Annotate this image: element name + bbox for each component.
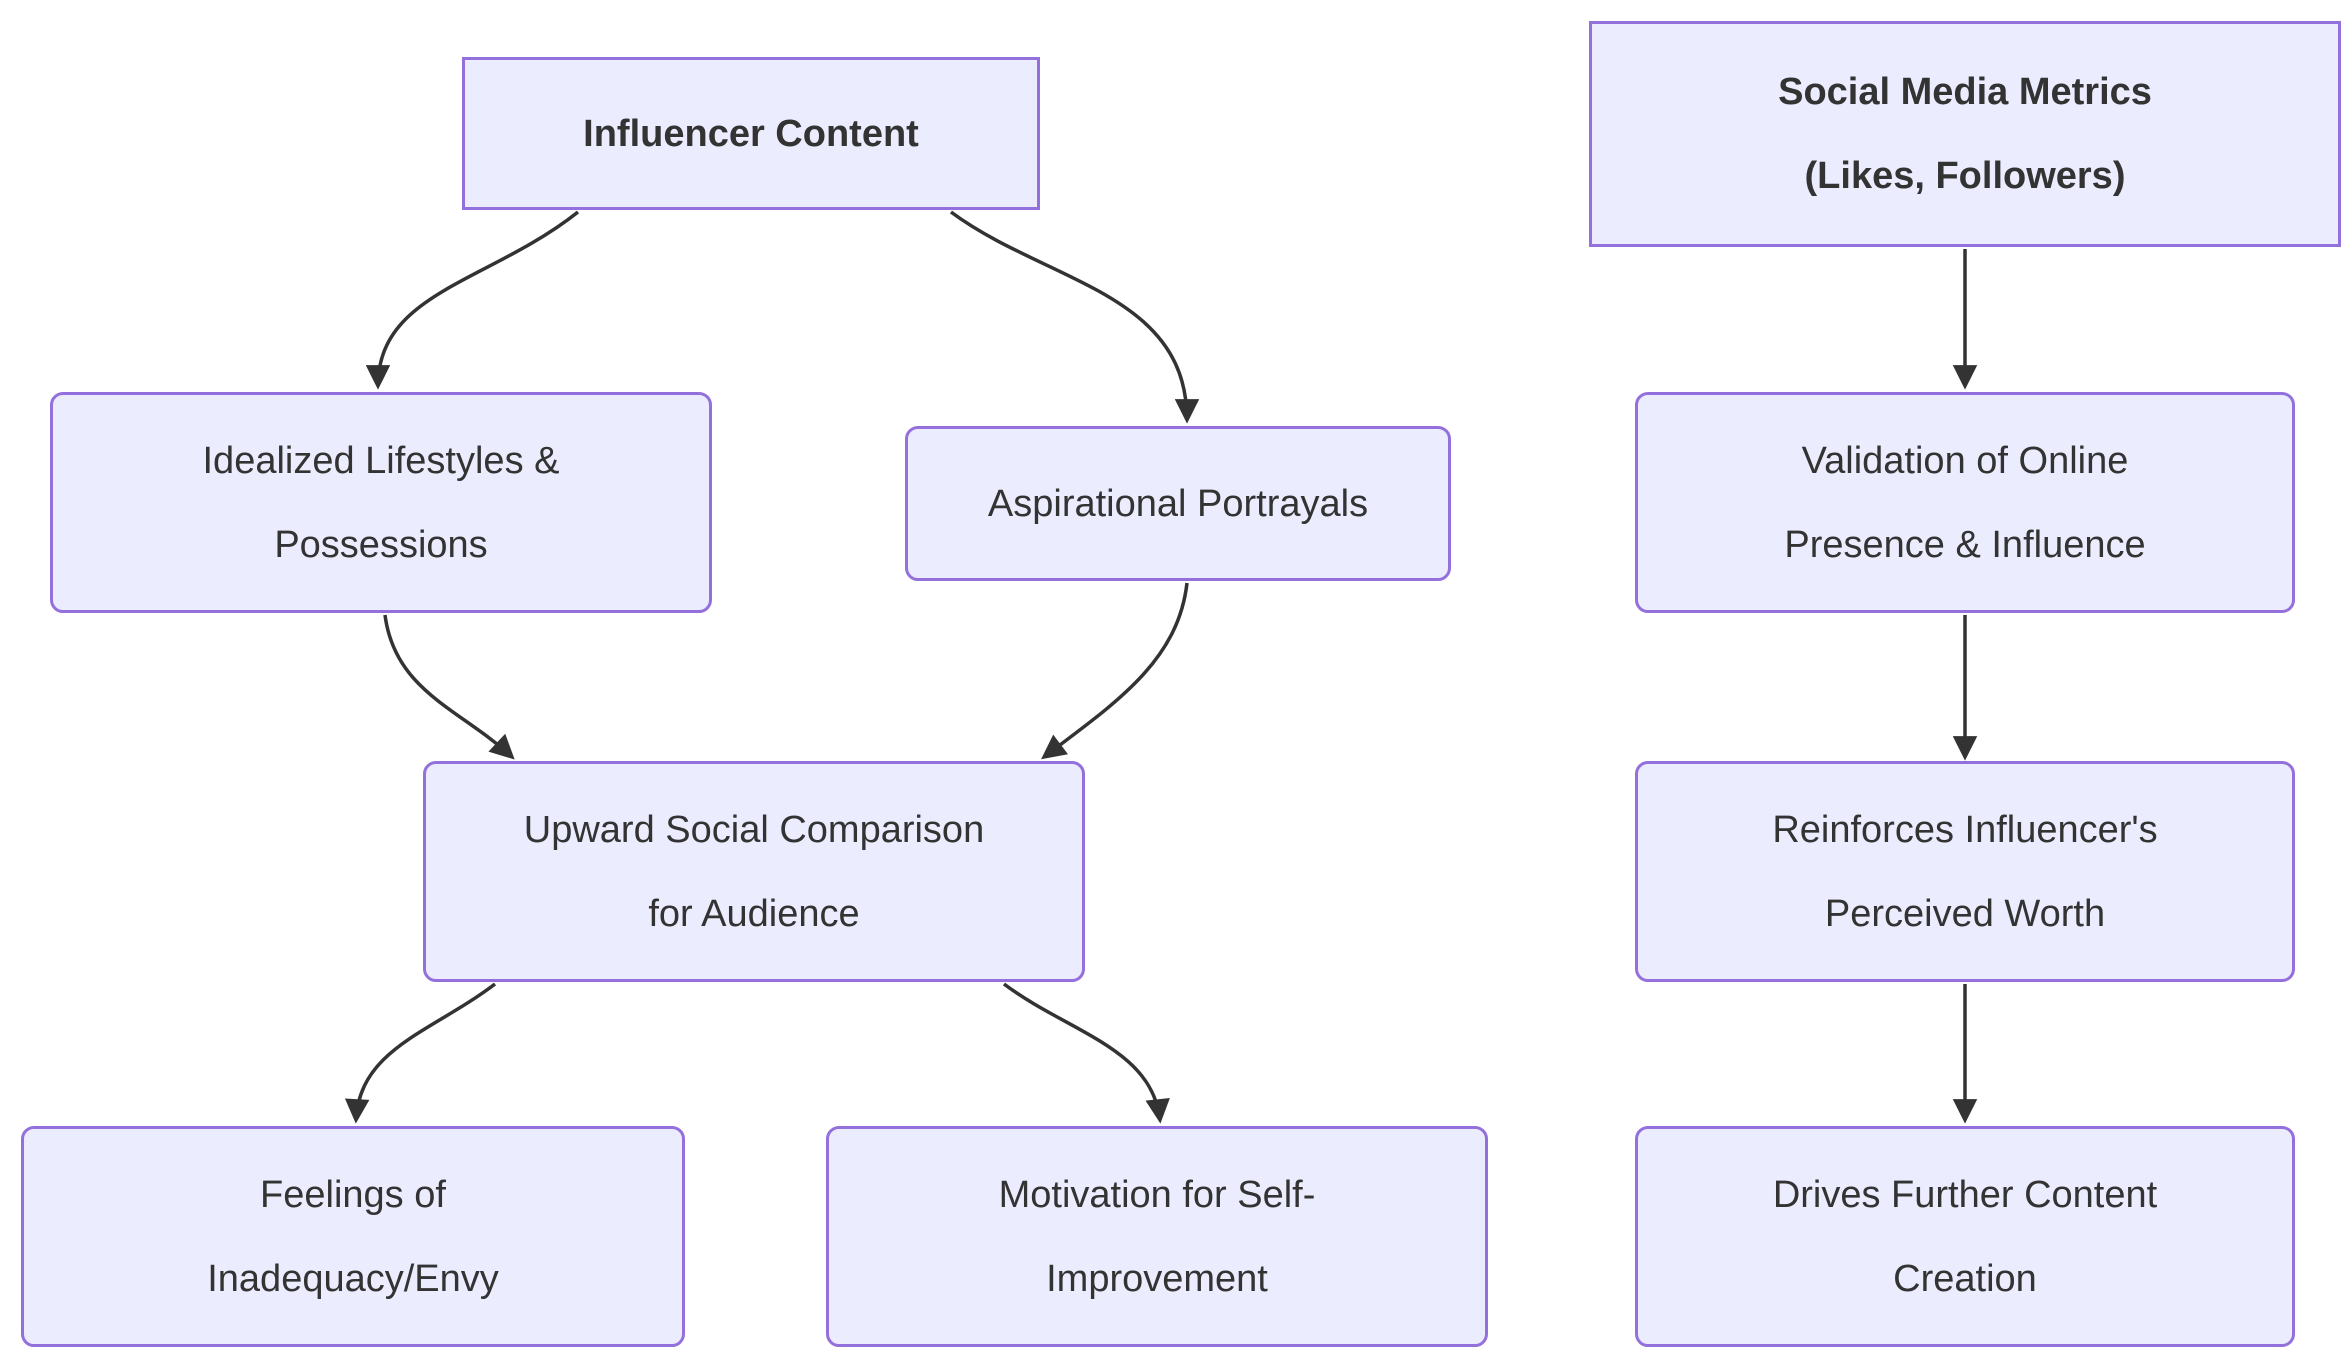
node-influencer-content: Influencer Content [462,57,1040,210]
node-drives-content-creation: Drives Further Content Creation [1635,1126,2295,1347]
edge-aspirational-to-upward [1041,582,1189,760]
node-validation-online-presence: Validation of Online Presence & Influenc… [1635,392,2295,613]
edge-influencer-to-idealized [365,210,580,390]
node-feelings-inadequacy-envy: Feelings of Inadequacy/Envy [21,1126,685,1347]
edge-upward-to-motivation [1002,982,1170,1124]
node-motivation-self-improvement: Motivation for Self- Improvement [826,1126,1488,1347]
edge-influencer-to-aspirational [949,210,1200,424]
edge-upward-to-feelings [344,982,497,1124]
node-aspirational-portrayals: Aspirational Portrayals [905,426,1451,581]
edge-idealized-to-upward [383,614,515,760]
node-reinforces-perceived-worth: Reinforces Influencer's Perceived Worth [1635,761,2295,982]
node-upward-social-comparison: Upward Social Comparison for Audience [423,761,1085,982]
node-social-media-metrics: Social Media Metrics (Likes, Followers) [1589,21,2341,247]
node-idealized-lifestyles: Idealized Lifestyles & Possessions [50,392,712,613]
